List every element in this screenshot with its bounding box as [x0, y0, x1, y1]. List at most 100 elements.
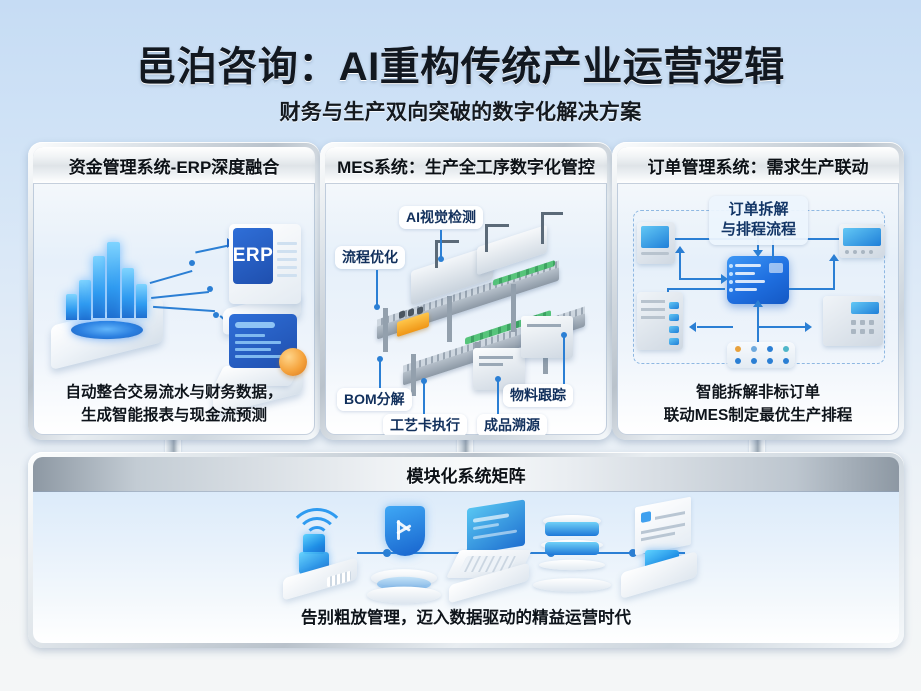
panel-order-caption: 智能拆解非标订单 联动MES制定最优生产排程	[625, 382, 891, 427]
glow-ring	[71, 320, 143, 340]
flow-line-2a	[151, 290, 209, 299]
mes-node-material-track	[561, 332, 567, 338]
order-center-label-line2: 与排程流程	[721, 221, 797, 239]
order-arrow-lower-left	[667, 288, 725, 290]
mes-label-traceability[interactable]: 成品溯源	[477, 414, 547, 435]
mes-label-traceability-text: 成品溯源	[484, 417, 540, 433]
laptop-screen-line-1	[235, 322, 275, 328]
order-chip-node-3	[767, 346, 773, 352]
panel-order-header: 订单管理系统：需求生产联动	[617, 147, 899, 184]
order-chip-node-2	[751, 346, 757, 352]
panel-matrix-title: 模块化系统矩阵	[406, 466, 526, 486]
panel-finance-body: ERP 自动整合交易流水与财务数据， 生成智能报表	[33, 184, 315, 435]
mes-connector-process-card	[423, 382, 425, 414]
panel-order-title: 订单管理系统：需求生产联动	[647, 157, 869, 177]
mes-label-material-track[interactable]: 物料跟踪	[503, 384, 573, 407]
mes-label-process-opt-text: 流程优化	[342, 249, 398, 265]
order-server-led-2	[669, 314, 679, 321]
order-arrow-lower-right	[757, 326, 807, 328]
order-arrowhead-right-up	[829, 254, 839, 261]
order-arrowhead-left-in	[721, 274, 728, 284]
panel-mes-title: MES系统：生产全工序数字化管控	[337, 157, 595, 177]
erp-vent-4	[277, 266, 297, 269]
database-stack-icon	[531, 506, 615, 598]
mes-label-process-card-text: 工艺卡执行	[390, 417, 460, 433]
panel-order-caption-line2: 联动MES制定最优生产排程	[663, 406, 853, 424]
mes-connector-traceability	[497, 380, 499, 414]
mes-label-ai-vision-text: AI视觉检测	[406, 209, 476, 225]
order-chip-node-4	[783, 346, 789, 352]
panel-order-caption-line1: 智能拆解非标订单	[695, 384, 820, 402]
shield-network-icon	[363, 504, 445, 604]
panel-order[interactable]: 订单管理系统：需求生产联动	[612, 142, 904, 440]
flow-node-1	[189, 260, 195, 266]
chart-bar-6	[136, 284, 147, 318]
panel-order-body: 订单拆解 与排程流程 智能拆解非标订单 联动MES制定最优生产排程	[617, 184, 899, 435]
wifi-signal-icon	[281, 504, 363, 601]
erp-screen: ERP	[233, 228, 273, 284]
laptop-icon	[445, 499, 537, 604]
mes-connector-ai-vision	[440, 230, 442, 258]
order-chip-node-1	[735, 346, 741, 352]
order-arrowhead-lower-right	[805, 322, 812, 332]
chart-bar-5	[66, 294, 77, 320]
mes-node-bom	[377, 356, 383, 362]
panel-finance-title: 资金管理系统-ERP深度融合	[68, 157, 280, 177]
erp-vent-5	[277, 274, 297, 277]
chart-bar-1	[79, 280, 91, 320]
order-arrow-right-out	[789, 288, 835, 290]
order-server-led-1	[669, 302, 679, 309]
flow-line-1a	[149, 269, 193, 284]
order-arrow-upleft-stem	[772, 238, 774, 260]
laptop-screen-line-5	[235, 355, 285, 358]
laptop-screen-line-4	[235, 348, 271, 351]
panel-finance-caption-line1: 自动整合交易流水与财务数据，	[65, 384, 283, 402]
laptop-screen-line-2	[235, 334, 265, 337]
panel-mes[interactable]: MES系统：生产全工序数字化管控	[320, 142, 612, 440]
mes-node-ai-vision	[438, 256, 444, 262]
order-device-tablet-screen	[641, 226, 669, 248]
order-arrowhead-lower-left	[689, 322, 696, 332]
panel-matrix-body: 告别粗放管理，迈入数据驱动的精益运营时代	[33, 492, 899, 643]
panel-finance[interactable]: 资金管理系统-ERP深度融合	[28, 142, 320, 440]
mes-node-traceability	[495, 376, 501, 382]
mes-node-process-opt	[374, 304, 380, 310]
panel-matrix-header: 模块化系统矩阵	[33, 457, 899, 492]
order-server-led-4	[669, 338, 679, 345]
mes-label-bom-text: BOM分解	[344, 391, 405, 407]
mes-label-material-track-text: 物料跟踪	[510, 387, 566, 403]
flow-node-2	[207, 286, 213, 292]
page-subtitle: 财务与生产双向突破的数字化解决方案	[279, 101, 642, 124]
order-chip-node-6	[751, 358, 757, 364]
mes-connector-bom	[379, 360, 381, 388]
panel-mes-header: MES系统：生产全工序数字化管控	[325, 147, 607, 184]
order-device-display-screen	[843, 228, 881, 246]
matrix-rail-dot-1	[383, 549, 391, 557]
order-arrow-left-stem	[679, 252, 681, 280]
order-server-led-3	[669, 326, 679, 333]
currency-coin-icon	[279, 348, 307, 376]
panel-finance-header: 资金管理系统-ERP深度融合	[33, 147, 315, 184]
mes-node-process-card	[421, 378, 427, 384]
mes-label-bom[interactable]: BOM分解	[337, 388, 412, 411]
order-arrowhead-top	[753, 250, 763, 257]
panel-mes-body: AI视觉检测 流程优化 BOM分解 工艺卡执行	[325, 184, 607, 435]
order-device-terminal-screen	[851, 302, 879, 314]
mes-label-process-card[interactable]: 工艺卡执行	[383, 414, 467, 435]
erp-vent-3	[277, 258, 297, 261]
order-arrow-left-in	[679, 278, 725, 280]
order-chip-node-8	[783, 358, 789, 364]
mes-connector-material-track	[563, 336, 565, 384]
flow-line-1b	[195, 244, 229, 254]
chart-bar-4	[122, 268, 134, 318]
matrix-rail-dot-4	[629, 549, 637, 557]
order-arrow-right-stem	[833, 260, 835, 290]
panel-matrix[interactable]: 模块化系统矩阵	[28, 452, 904, 648]
page-title: 邑泊咨询：AI重构传统产业运营逻辑	[136, 45, 785, 89]
order-center-label[interactable]: 订单拆解 与排程流程	[709, 196, 809, 245]
mes-label-process-opt[interactable]: 流程优化	[335, 246, 405, 269]
chart-bar-2	[93, 256, 105, 318]
mes-label-ai-vision[interactable]: AI视觉检测	[399, 206, 483, 229]
panel-matrix-caption: 告别粗放管理，迈入数据驱动的精益运营时代	[301, 609, 631, 628]
